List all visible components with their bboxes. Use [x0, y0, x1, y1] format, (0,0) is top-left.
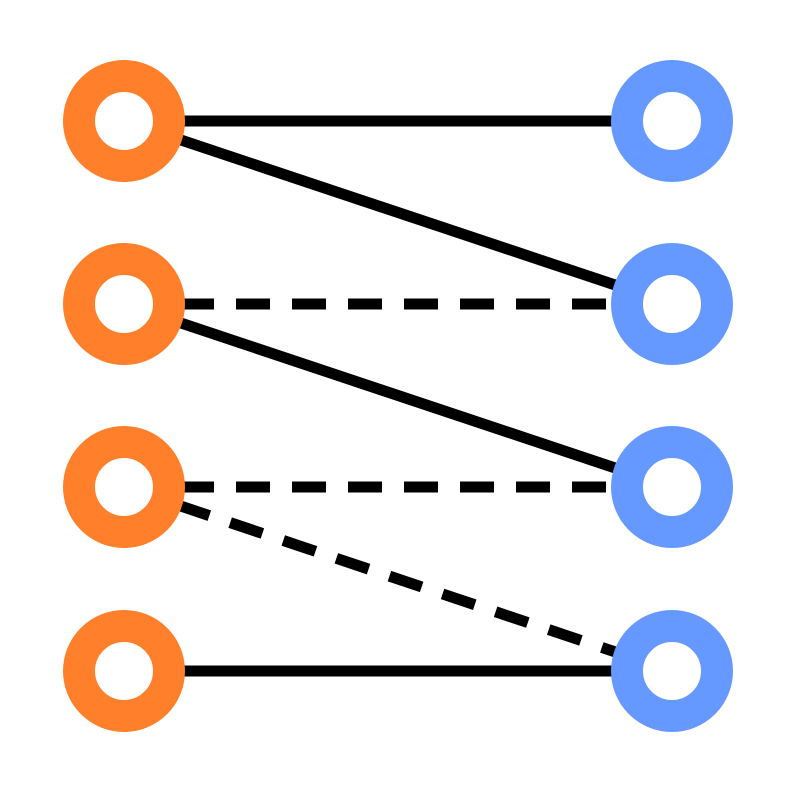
- node-r4: [611, 610, 733, 732]
- node-r1: [611, 60, 733, 182]
- node-l1: [63, 60, 185, 182]
- node-l2: [63, 243, 185, 365]
- node-l4: [63, 610, 185, 732]
- node-r2: [611, 243, 733, 365]
- node-l3: [63, 426, 185, 548]
- node-r3: [611, 426, 733, 548]
- edge-l1-r2-solid: [122, 115, 674, 310]
- edge-l2-r3-solid: [122, 298, 674, 493]
- nodes-layer: [63, 60, 733, 732]
- edges-layer: [122, 115, 674, 677]
- edge-l3-r4-dashed: [122, 481, 674, 677]
